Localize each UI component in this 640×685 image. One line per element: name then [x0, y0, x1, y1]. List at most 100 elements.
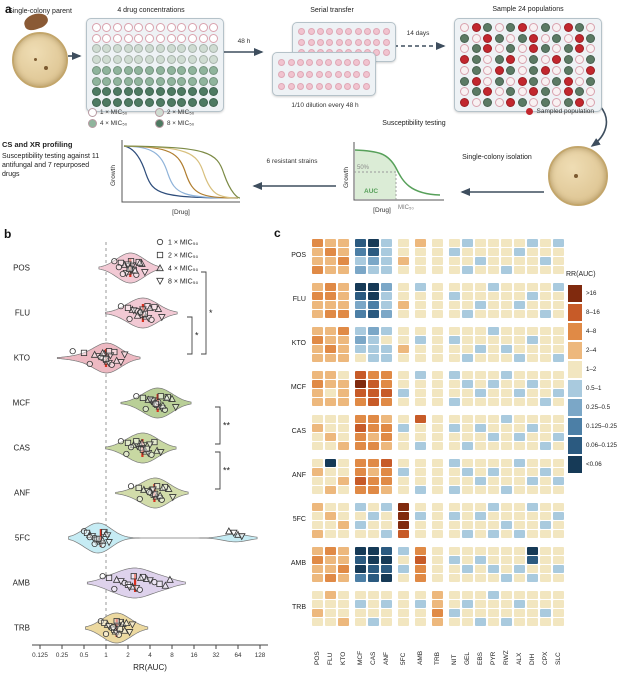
heatmap-cell	[355, 459, 366, 467]
data-point-marker	[237, 533, 246, 541]
well	[91, 55, 101, 65]
heatmap-cell	[325, 459, 336, 467]
heatmap-cell	[540, 618, 551, 626]
heatmap-cell	[432, 547, 443, 555]
heatmap-cell	[449, 327, 460, 335]
category-label: ANF	[14, 489, 30, 498]
heatmap-cell	[381, 389, 392, 397]
heatmap-row-label: AMB	[290, 560, 306, 567]
data-point-marker	[133, 438, 140, 445]
sampled-legend-label: Sampled population	[536, 108, 594, 115]
heatmap-cell	[488, 380, 499, 388]
well	[166, 55, 176, 65]
well	[529, 55, 539, 65]
heatmap-cell	[462, 433, 473, 441]
legend-swatch	[568, 437, 582, 454]
data-point-marker	[120, 351, 129, 359]
heatmap-cell	[540, 609, 551, 617]
heatmap-cell	[325, 380, 336, 388]
heatmap-cell	[462, 310, 473, 318]
well	[586, 65, 596, 75]
heatmap-cell	[449, 618, 460, 626]
heatmap-cell	[449, 257, 460, 265]
heatmap-cell	[312, 354, 323, 362]
data-point-marker	[156, 449, 165, 457]
heatmap-cell	[398, 556, 409, 564]
heatmap-cell	[449, 521, 460, 529]
heatmap-cell	[415, 521, 426, 529]
heatmap-cell	[355, 248, 366, 256]
data-point-marker	[141, 310, 148, 317]
heatmap-cell	[355, 433, 366, 441]
well	[278, 70, 286, 78]
well	[91, 44, 101, 54]
well	[373, 38, 381, 46]
heatmap-cell	[325, 301, 336, 309]
heatmap-cell	[488, 503, 499, 511]
well	[540, 76, 550, 86]
heatmap-cell	[501, 574, 512, 582]
heatmap-row-label: ANF	[292, 472, 306, 479]
heatmap-col-label: SLC	[555, 652, 562, 665]
heatmap-cell	[398, 486, 409, 494]
well	[334, 58, 342, 66]
heatmap-cell	[368, 547, 379, 555]
heatmap-cell	[553, 442, 564, 450]
heatmap-cell	[475, 600, 486, 608]
heatmap-cell	[338, 371, 349, 379]
heatmap-cell	[325, 257, 336, 265]
heatmap-cell	[338, 398, 349, 406]
heatmap-cell	[415, 565, 426, 573]
heatmap-cell	[514, 565, 525, 573]
heatmap-cell	[514, 398, 525, 406]
well	[540, 22, 550, 32]
well	[382, 27, 390, 35]
well	[177, 65, 187, 75]
heatmap-cell	[325, 618, 336, 626]
well	[198, 33, 208, 43]
heatmap-cell	[449, 345, 460, 353]
mic-swatch	[88, 119, 97, 128]
heatmap-cell	[312, 503, 323, 511]
heatmap-cell	[540, 433, 551, 441]
well	[334, 82, 342, 90]
heatmap-cell	[527, 521, 538, 529]
data-point-marker	[122, 618, 131, 626]
data-point-marker	[133, 393, 140, 400]
heatmap-cell	[488, 345, 499, 353]
well	[353, 70, 361, 78]
legend-label: 0.125–0.25	[586, 423, 617, 430]
heatmap-cell	[540, 521, 551, 529]
heatmap-cell	[488, 248, 499, 256]
heatmap-cell	[540, 292, 551, 300]
well	[483, 33, 493, 43]
data-point-marker	[86, 534, 93, 541]
heatmap-col-label: KTO	[340, 651, 347, 665]
heatmap-cell	[449, 442, 460, 450]
well	[471, 33, 481, 43]
well	[209, 98, 219, 108]
well	[123, 33, 133, 43]
well	[187, 87, 197, 97]
well	[529, 44, 539, 54]
heatmap-cell	[325, 574, 336, 582]
heatmap-cell	[338, 389, 349, 397]
heatmap-row-label: MCF	[290, 384, 306, 391]
well	[586, 22, 596, 32]
heatmap-cell	[488, 618, 499, 626]
data-point-marker	[128, 621, 137, 629]
heatmap-cell	[527, 257, 538, 265]
heatmap-cell	[398, 477, 409, 485]
well	[563, 44, 573, 54]
heatmap-cell	[432, 380, 443, 388]
heatmap-cell	[355, 257, 366, 265]
heatmap-cell	[368, 521, 379, 529]
heatmap-cell	[355, 292, 366, 300]
well	[113, 76, 123, 86]
well	[317, 27, 325, 35]
heatmap-cell	[338, 512, 349, 520]
data-point-marker	[171, 404, 180, 412]
heatmap-cell	[415, 477, 426, 485]
heatmap-cell	[338, 292, 349, 300]
